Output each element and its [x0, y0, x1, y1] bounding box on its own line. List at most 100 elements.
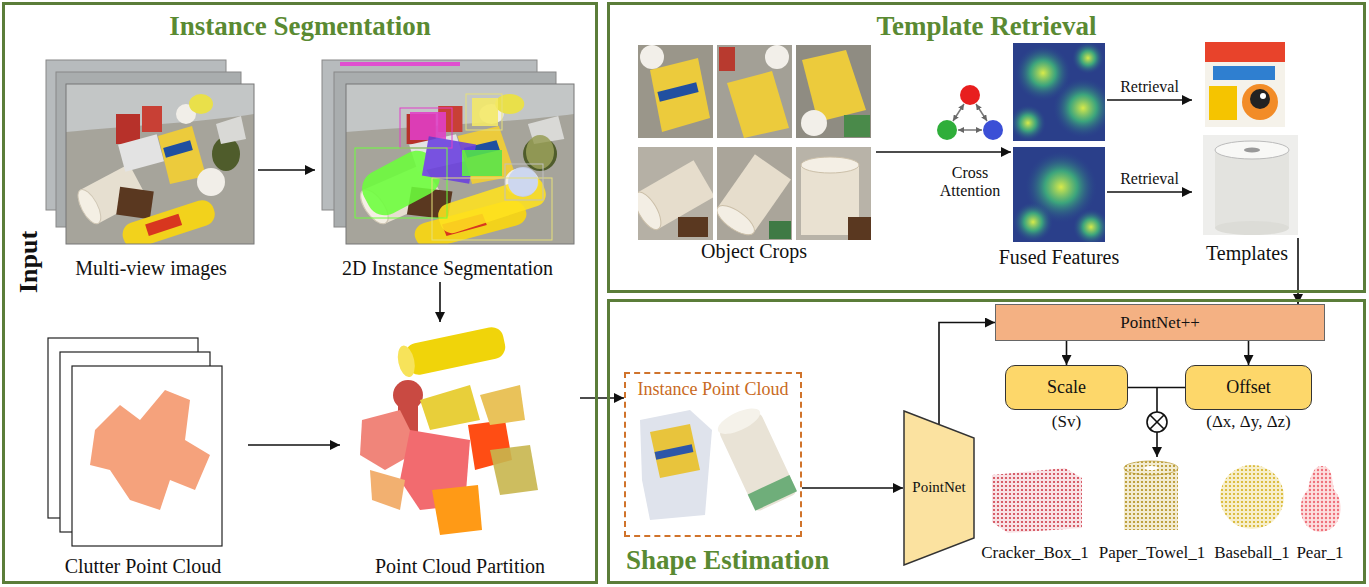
segmentation-stack [346, 84, 574, 251]
connector [1128, 387, 1185, 389]
segmentation-stack [355, 148, 447, 218]
feature-heatmaps [1013, 147, 1109, 245]
multi-view-stack [66, 84, 254, 251]
segmentation-stack [346, 84, 574, 251]
partition-cloud [360, 325, 538, 535]
object-crops [712, 154, 790, 240]
output-shapes [1144, 466, 1158, 470]
multiply-symbol [1150, 415, 1164, 429]
object-crops [638, 45, 713, 138]
caption: Point Cloud Partition [375, 555, 545, 578]
object-crops [640, 45, 664, 69]
panel-title: Template Retrieval [876, 11, 1096, 42]
connector [1248, 341, 1250, 365]
connector [1107, 191, 1192, 193]
segmentation-stack [346, 84, 574, 244]
object-crops [796, 147, 871, 240]
segmentation-stack [355, 94, 552, 240]
object-crops [765, 45, 789, 69]
instance-clouds [714, 403, 798, 512]
instance-clouds [714, 403, 763, 439]
template-images: Templates [1192, 40, 1302, 238]
template-images [1215, 141, 1289, 159]
template-images [1205, 42, 1285, 62]
feature-heatmaps [1010, 42, 1113, 245]
object-crops [717, 45, 792, 138]
cross-attention-icon [958, 129, 982, 131]
segmentation-stack [466, 94, 502, 130]
multi-view-stack [66, 84, 254, 251]
segmentation-stack [432, 178, 552, 240]
template-images [1209, 86, 1237, 120]
template-images [1205, 42, 1285, 127]
partition-cloud [432, 485, 482, 535]
feature-heatmaps [1072, 42, 1104, 74]
caption: 2D Instance Segmentation [342, 257, 553, 280]
template-images [1215, 150, 1289, 228]
instance-clouds [640, 403, 798, 520]
trapezoid-shape [904, 411, 974, 565]
segmentation-stack [505, 164, 543, 200]
template-images [1250, 89, 1270, 109]
encoder-trapezoid: PointNet [903, 410, 975, 566]
output-shapes [992, 468, 1082, 533]
object-crops [796, 45, 871, 138]
output-shapes [992, 461, 1341, 533]
multiply-symbol [1156, 432, 1158, 457]
template-images [1260, 93, 1266, 99]
connector [1066, 341, 1068, 365]
partition-cloud [420, 385, 480, 430]
instance-clouds [748, 475, 797, 511]
multiply-symbol [1150, 415, 1164, 429]
template-images [1213, 66, 1275, 80]
object-crops [678, 217, 708, 237]
box-label: Scale [1047, 377, 1086, 398]
dashed-group: Instance Point Cloud [624, 372, 802, 537]
partition-cloud [480, 385, 525, 425]
instance-clouds [655, 444, 694, 460]
image-stack: 2D Instance Segmentation [315, 58, 580, 282]
feature-heatmaps [1013, 202, 1053, 242]
multiply-symbol [1147, 388, 1167, 457]
object-crops [801, 110, 827, 136]
edge-label: Retrieval [1120, 78, 1179, 96]
template-images [1203, 42, 1298, 235]
multi-view-stack [46, 60, 254, 251]
caption: Multi-view images [75, 257, 227, 280]
cross-attention-icon [976, 104, 987, 121]
cross-attention-icon [983, 120, 1003, 140]
group-title: Instance Point Cloud [638, 379, 789, 400]
object-crops [769, 221, 791, 239]
segmentation-stack [508, 167, 538, 197]
output-shapes [1124, 461, 1178, 475]
segmentation-stack [472, 98, 498, 126]
side-label: Input [14, 231, 44, 293]
object-crops [848, 217, 871, 240]
partition-cloud [403, 325, 507, 377]
partition-cloud [370, 470, 405, 510]
feature-heatmaps [1053, 78, 1113, 138]
partition-cloud [490, 445, 538, 495]
caption: Object Crops [701, 240, 807, 263]
sub-label: (Δx, Δy, Δz) [1206, 412, 1291, 432]
object-crops [796, 45, 871, 138]
caption: Clutter Point Cloud [65, 555, 222, 578]
module-label: Cross Attention [928, 164, 1012, 201]
sub-label: (Sv) [1052, 412, 1081, 432]
clutter-point-cloud [48, 338, 222, 546]
output-shapes [1301, 466, 1341, 532]
object-crops [717, 45, 792, 138]
crop-grid: Object Crops [632, 40, 876, 265]
connector [939, 323, 995, 425]
caption: Templates [1206, 242, 1288, 265]
connector [248, 444, 340, 446]
box-label: PointNet [912, 479, 965, 496]
output-shapes [1220, 465, 1284, 529]
object-crops [629, 188, 666, 233]
box-label: PointNet++ [1120, 313, 1200, 333]
object-crops [650, 58, 710, 132]
box-label: Offset [1226, 377, 1271, 398]
process-box: Scale(Sv) [1005, 365, 1128, 410]
template-images [1244, 148, 1260, 153]
